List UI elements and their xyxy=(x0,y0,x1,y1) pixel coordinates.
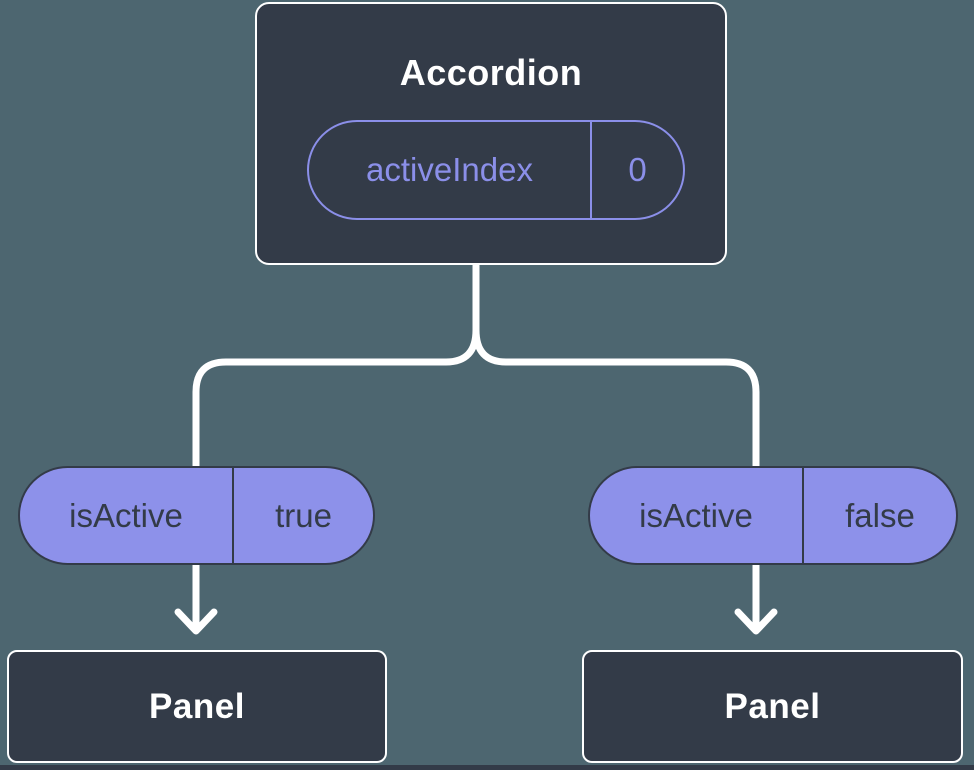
prop-pill-is-active-true: isActive true xyxy=(18,466,375,565)
prop-pill-value: false xyxy=(845,496,915,534)
panel-node-right: Panel xyxy=(582,650,963,763)
prop-pill-label: isActive xyxy=(639,496,753,534)
pill-divider xyxy=(590,122,592,218)
accordion-node-title: Accordion xyxy=(399,52,583,93)
prop-pill-label: isActive xyxy=(69,496,183,534)
state-pill-label: activeIndex xyxy=(366,151,533,188)
pill-divider xyxy=(802,468,804,563)
arrow-down-icon xyxy=(734,608,778,635)
prop-pill-value: true xyxy=(275,496,332,534)
connector-left-branch xyxy=(192,262,480,628)
pill-divider xyxy=(232,468,234,563)
state-pill: activeIndex 0 xyxy=(307,120,685,220)
state-pill-value: 0 xyxy=(628,151,647,188)
panel-node-left: Panel xyxy=(7,650,387,763)
connector-right-branch xyxy=(472,262,760,628)
bottom-edge-strip xyxy=(0,765,974,770)
arrow-down-icon xyxy=(174,608,218,635)
prop-pill-is-active-false: isActive false xyxy=(588,466,958,565)
panel-node-title: Panel xyxy=(149,686,245,726)
panel-node-title: Panel xyxy=(724,686,821,726)
accordion-node: Accordion activeIndex 0 xyxy=(255,2,727,265)
